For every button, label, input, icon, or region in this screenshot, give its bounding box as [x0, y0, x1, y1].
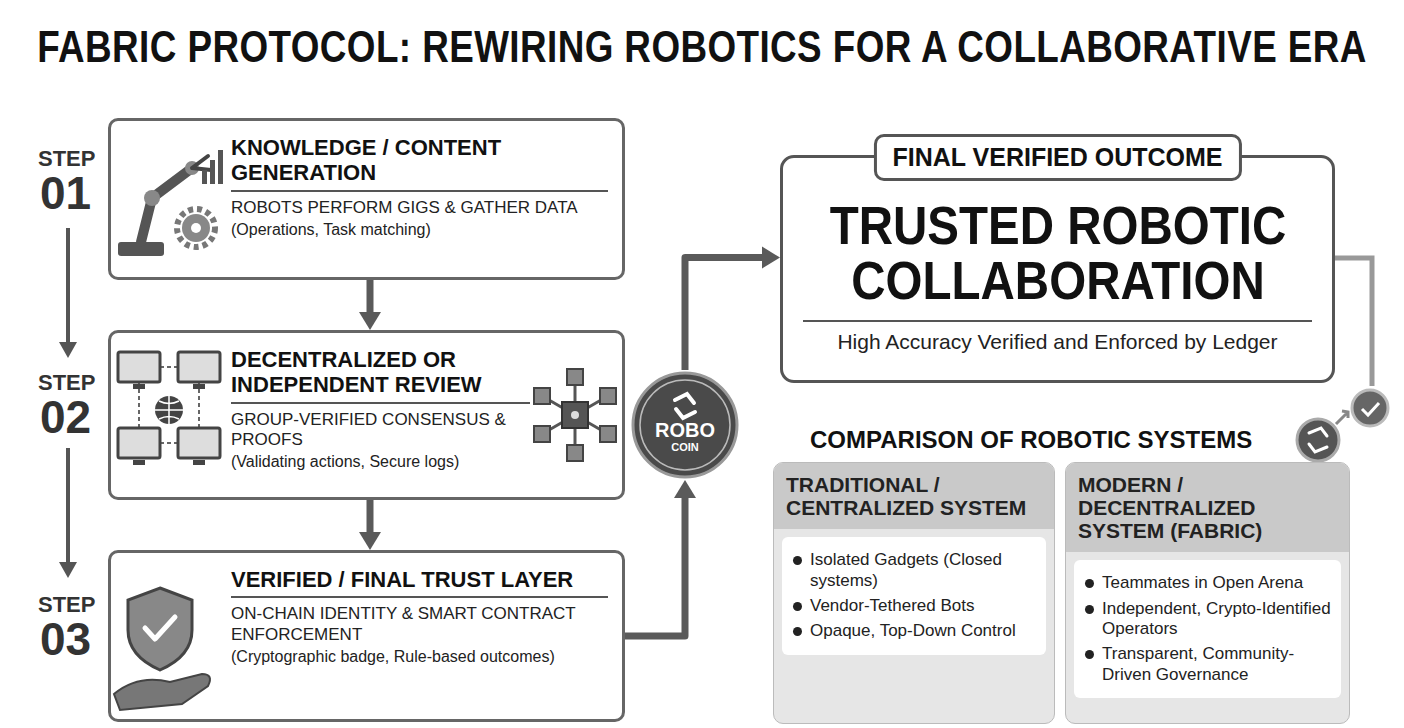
step-heading: DECENTRALIZED OR INDEPENDENT REVIEW: [231, 347, 530, 404]
bullet-text: Isolated Gadgets (Closed systems): [810, 550, 1038, 591]
bullet-list: Teammates in Open ArenaIndependent, Cryp…: [1074, 560, 1341, 698]
step-label: STEP: [38, 372, 95, 394]
bullet-text: Opaque, Top-Down Control: [810, 621, 1038, 641]
bullet-row: Opaque, Top-Down Control: [790, 621, 1038, 641]
bullet-row: Isolated Gadgets (Closed systems): [790, 550, 1038, 591]
flow-connector: [625, 480, 696, 636]
panel-heading: MODERN / DECENTRALIZED SYSTEM (FABRIC): [1066, 463, 1349, 552]
outcome-tab: FINAL VERIFIED OUTCOME: [873, 134, 1241, 181]
bullet-dot: [1085, 579, 1094, 588]
arrow-head: [674, 480, 696, 498]
bullet-dot: [1085, 650, 1094, 659]
comparison-panel: TRADITIONAL / CENTRALIZED SYSTEM Isolated…: [773, 462, 1055, 724]
bullet-dot: [793, 627, 802, 636]
shield-hand-icon: [114, 588, 210, 710]
bullet-list: Isolated Gadgets (Closed systems) Vendor-…: [782, 537, 1046, 655]
token-name: ROBO: [655, 420, 715, 441]
outcome-subtitle: High Accuracy Verified and Enforced by L…: [803, 320, 1312, 354]
bullet-text: Transparent, Community-Driven Governance: [1102, 644, 1333, 685]
arrow-head: [359, 312, 381, 330]
outcome-box: FINAL VERIFIED OUTCOMETRUSTED ROBOTIC CO…: [780, 155, 1335, 383]
section-heading: COMPARISON OF ROBOTIC SYSTEMS: [810, 428, 1252, 452]
blockchain-cubes-icon: [534, 369, 616, 461]
step-number: 03: [40, 616, 91, 662]
step-label: STEP: [38, 594, 95, 616]
bullet-row: Transparent, Community-Driven Governance: [1082, 644, 1333, 685]
step-number: 01: [40, 170, 91, 216]
process-box: KNOWLEDGE / CONTENT GENERATION ROBOTS PER…: [108, 118, 625, 280]
coin-logo: [675, 394, 695, 418]
outcome-title: TRUSTED ROBOTIC COLLABORATION: [812, 198, 1305, 308]
small-coin-icon: [1297, 419, 1339, 461]
connector-line: [367, 280, 374, 312]
token-sub: COIN: [671, 441, 699, 453]
token-circle: ROBOCOIN: [630, 370, 740, 480]
process-box: DECENTRALIZED OR INDEPENDENT REVIEW GROUP…: [108, 330, 625, 500]
step-body: ON-CHAIN IDENTITY & SMART CONTRACT ENFOR…: [231, 604, 608, 645]
step-note: (Validating actions, Secure logs): [231, 452, 530, 472]
bullet-row: Vendor-Tethered Bots: [790, 596, 1038, 616]
bullet-text: Independent, Crypto-Identified Operators: [1102, 599, 1333, 640]
step-heading: VERIFIED / FINAL TRUST LAYER: [231, 567, 608, 598]
coin-outline: [633, 373, 737, 477]
bullet-dot: [793, 602, 802, 611]
connector-line: [367, 500, 374, 532]
robot-arm-icon: [118, 150, 223, 256]
bullet-row: Teammates in Open Arena: [1082, 573, 1333, 593]
arrow-head: [359, 532, 381, 550]
bullet-text: Vendor-Tethered Bots: [810, 596, 1038, 616]
arrow-head: [762, 247, 780, 269]
connector-line: [685, 258, 762, 370]
flow-connector: [359, 500, 381, 550]
diagram-title: FABRIC PROTOCOL: REWIRING ROBOTICS FOR A…: [37, 22, 1367, 72]
approval-badge-icon: [1352, 390, 1388, 426]
comparison-panel: MODERN / DECENTRALIZED SYSTEM (FABRIC)Te…: [1065, 462, 1350, 724]
network-computers-icon: [118, 352, 220, 465]
coin-rim: [640, 380, 730, 470]
flow-connector: [359, 280, 381, 330]
bullet-text: Teammates in Open Arena: [1102, 573, 1333, 593]
step-body: GROUP-VERIFIED CONSENSUS & PROOFS: [231, 410, 530, 451]
bullet-row: Independent, Crypto-Identified Operators: [1082, 599, 1333, 640]
bullet-dot: [793, 556, 802, 565]
bullet-dot: [1085, 605, 1094, 614]
step-body: ROBOTS PERFORM GIGS & GATHER DATA: [231, 198, 608, 218]
step-note: (Cryptographic badge, Rule-based outcome…: [231, 647, 608, 667]
step-note: (Operations, Task matching): [231, 220, 608, 240]
connector-line: [625, 498, 685, 636]
flow-connector: [685, 247, 780, 370]
step-label: STEP: [38, 148, 95, 170]
process-box: VERIFIED / FINAL TRUST LAYER ON-CHAIN IDE…: [108, 550, 625, 722]
step-heading: KNOWLEDGE / CONTENT GENERATION: [231, 135, 608, 192]
panel-heading: TRADITIONAL / CENTRALIZED SYSTEM: [774, 463, 1054, 529]
step-number: 02: [40, 394, 91, 440]
